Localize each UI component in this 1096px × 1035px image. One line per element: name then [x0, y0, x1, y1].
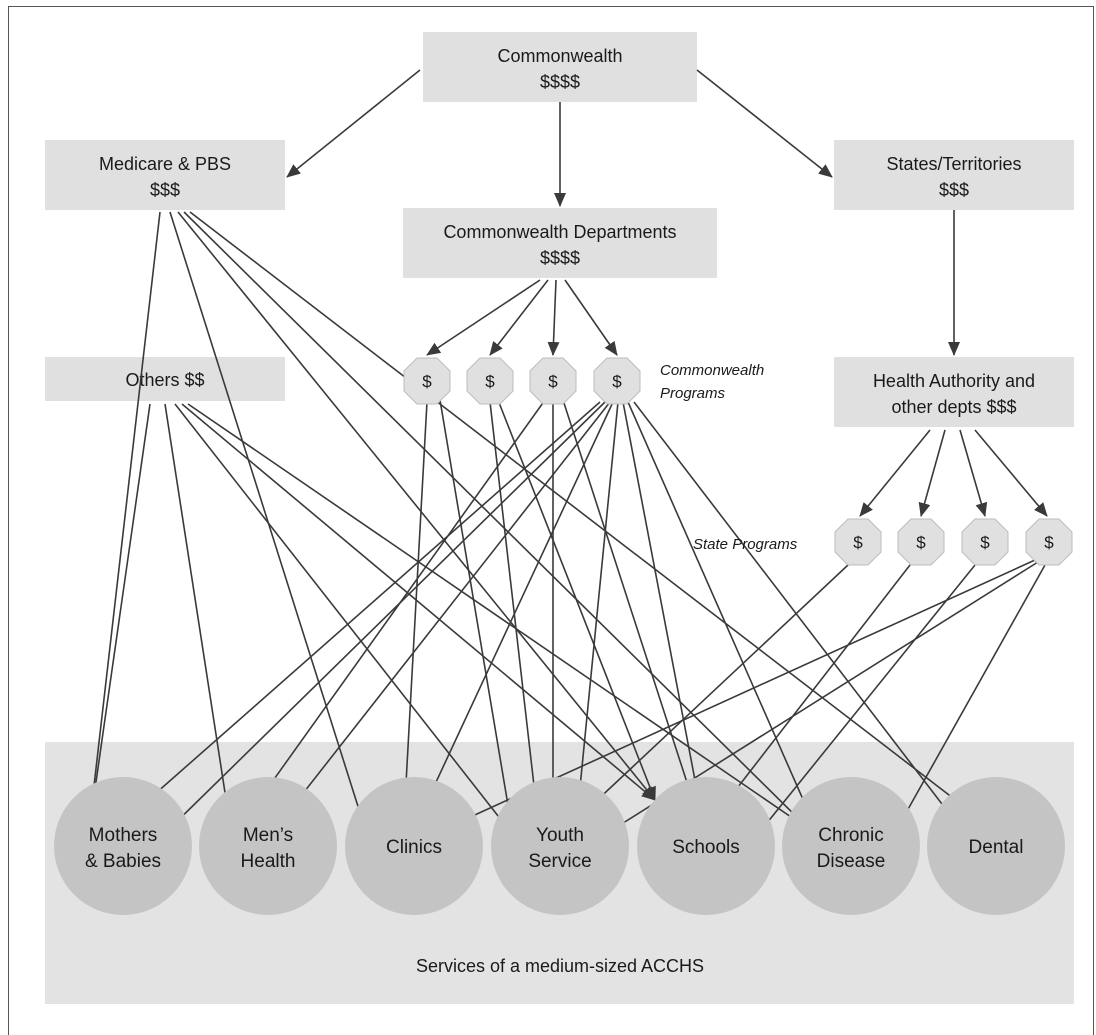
- service-clinics: Clinics: [345, 777, 483, 915]
- service-label-line1: Schools: [672, 837, 740, 858]
- cw-departments-amount: $$$$: [540, 248, 580, 268]
- service-label-line1: Men’s: [243, 825, 293, 846]
- service-label-line2: Service: [528, 851, 591, 872]
- dollar-symbol: $: [1044, 533, 1054, 552]
- service-label-line1: Mothers: [89, 825, 158, 846]
- medicare-box: Medicare & PBS $$$: [45, 140, 285, 210]
- dollar-symbol: $: [422, 372, 432, 391]
- service-youth-service: Youth Service: [491, 777, 629, 915]
- services-footer: Services of a medium-sized ACCHS: [416, 956, 704, 976]
- cw-program-2: $: [466, 357, 514, 405]
- state-programs-label: State Programs: [693, 536, 798, 553]
- service-label-line2: Disease: [817, 851, 886, 872]
- cw-departments-box: Commonwealth Departments $$$$: [403, 208, 717, 278]
- service-label-line1: Clinics: [386, 837, 442, 858]
- cw-program-3: $: [529, 357, 577, 405]
- service-mens-health: Men’s Health: [199, 777, 337, 915]
- cw-program-4: $: [593, 357, 641, 405]
- service-chronic-disease: Chronic Disease: [782, 777, 920, 915]
- states-label: States/Territories: [886, 154, 1021, 174]
- dollar-symbol: $: [916, 533, 926, 552]
- dollar-symbol: $: [485, 372, 495, 391]
- service-label-line1: Dental: [969, 837, 1024, 858]
- arrows: [83, 69, 1048, 839]
- service-mothers-babies: Mothers & Babies: [54, 777, 192, 915]
- states-amount: $$$: [939, 180, 969, 200]
- others-label: Others $$: [125, 370, 204, 390]
- cw-programs-label-line2: Programs: [660, 385, 726, 402]
- commonwealth-amount: $$$$: [540, 72, 580, 92]
- others-box: Others $$: [45, 357, 285, 401]
- state-program-4: $: [1025, 518, 1073, 566]
- commonwealth-box: Commonwealth $$$$: [423, 32, 697, 102]
- dollar-symbol: $: [612, 372, 622, 391]
- cw-departments-label: Commonwealth Departments: [443, 222, 676, 242]
- state-program-3: $: [961, 518, 1009, 566]
- service-label-line2: & Babies: [85, 851, 161, 872]
- commonwealth-label: Commonwealth: [497, 46, 622, 66]
- service-label-line2: Health: [241, 851, 296, 872]
- state-program-2: $: [897, 518, 945, 566]
- dollar-symbol: $: [548, 372, 558, 391]
- health-authority-amount: other depts $$$: [891, 397, 1016, 417]
- medicare-label: Medicare & PBS: [99, 154, 231, 174]
- dollar-symbol: $: [980, 533, 990, 552]
- health-authority-label: Health Authority and: [873, 371, 1035, 391]
- service-label-line1: Youth: [536, 825, 584, 846]
- service-schools: Schools: [637, 777, 775, 915]
- health-authority-box: Health Authority and other depts $$$: [834, 357, 1074, 427]
- diagram-frame: [8, 6, 1094, 1035]
- dollar-symbol: $: [853, 533, 863, 552]
- service-dental: Dental: [927, 777, 1065, 915]
- state-program-1: $: [834, 518, 882, 566]
- cw-programs-label-line1: Commonwealth: [660, 362, 764, 379]
- states-box: States/Territories $$$: [834, 140, 1074, 210]
- service-label-line1: Chronic: [818, 825, 883, 846]
- medicare-amount: $$$: [150, 180, 180, 200]
- cw-program-1: $: [403, 357, 451, 405]
